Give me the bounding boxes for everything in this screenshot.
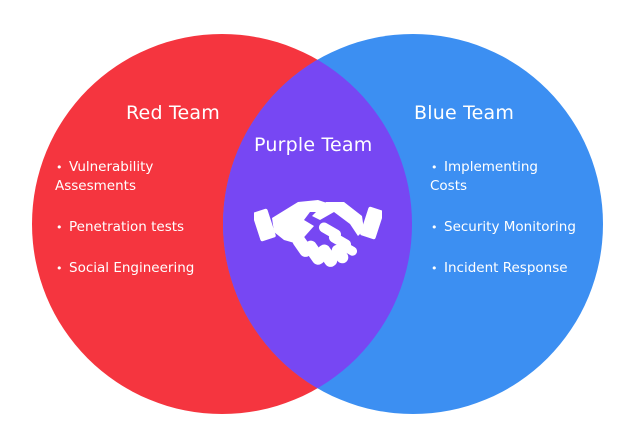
red-team-list: Vulnerability Assesments Penetration tes… <box>55 158 230 300</box>
red-team-title: Red Team <box>126 102 220 124</box>
red-team-item: Penetration tests <box>55 218 230 237</box>
red-team-item-text-cont: Assesments <box>55 178 136 194</box>
blue-team-item-text: Security Monitoring <box>444 219 576 235</box>
blue-team-item-text: Implementing <box>444 159 538 175</box>
red-team-item-text: Penetration tests <box>69 219 185 235</box>
blue-team-item-text-cont: Costs <box>430 178 468 194</box>
red-team-item: Vulnerability Assesments <box>55 158 230 196</box>
blue-team-item: Incident Response <box>430 259 615 278</box>
red-team-item: Social Engineering <box>55 259 230 278</box>
blue-team-list: Implementing Costs Security Monitoring I… <box>430 158 615 300</box>
blue-team-item-text: Incident Response <box>444 260 568 276</box>
blue-team-item: Implementing Costs <box>430 158 615 196</box>
red-team-item-text: Social Engineering <box>69 260 195 276</box>
blue-team-item: Security Monitoring <box>430 218 615 237</box>
purple-team-overlap <box>223 34 412 414</box>
blue-team-title: Blue Team <box>414 102 515 124</box>
handshake-icon <box>254 200 382 267</box>
purple-team-title: Purple Team <box>254 134 373 156</box>
red-team-item-text: Vulnerability <box>69 159 154 175</box>
